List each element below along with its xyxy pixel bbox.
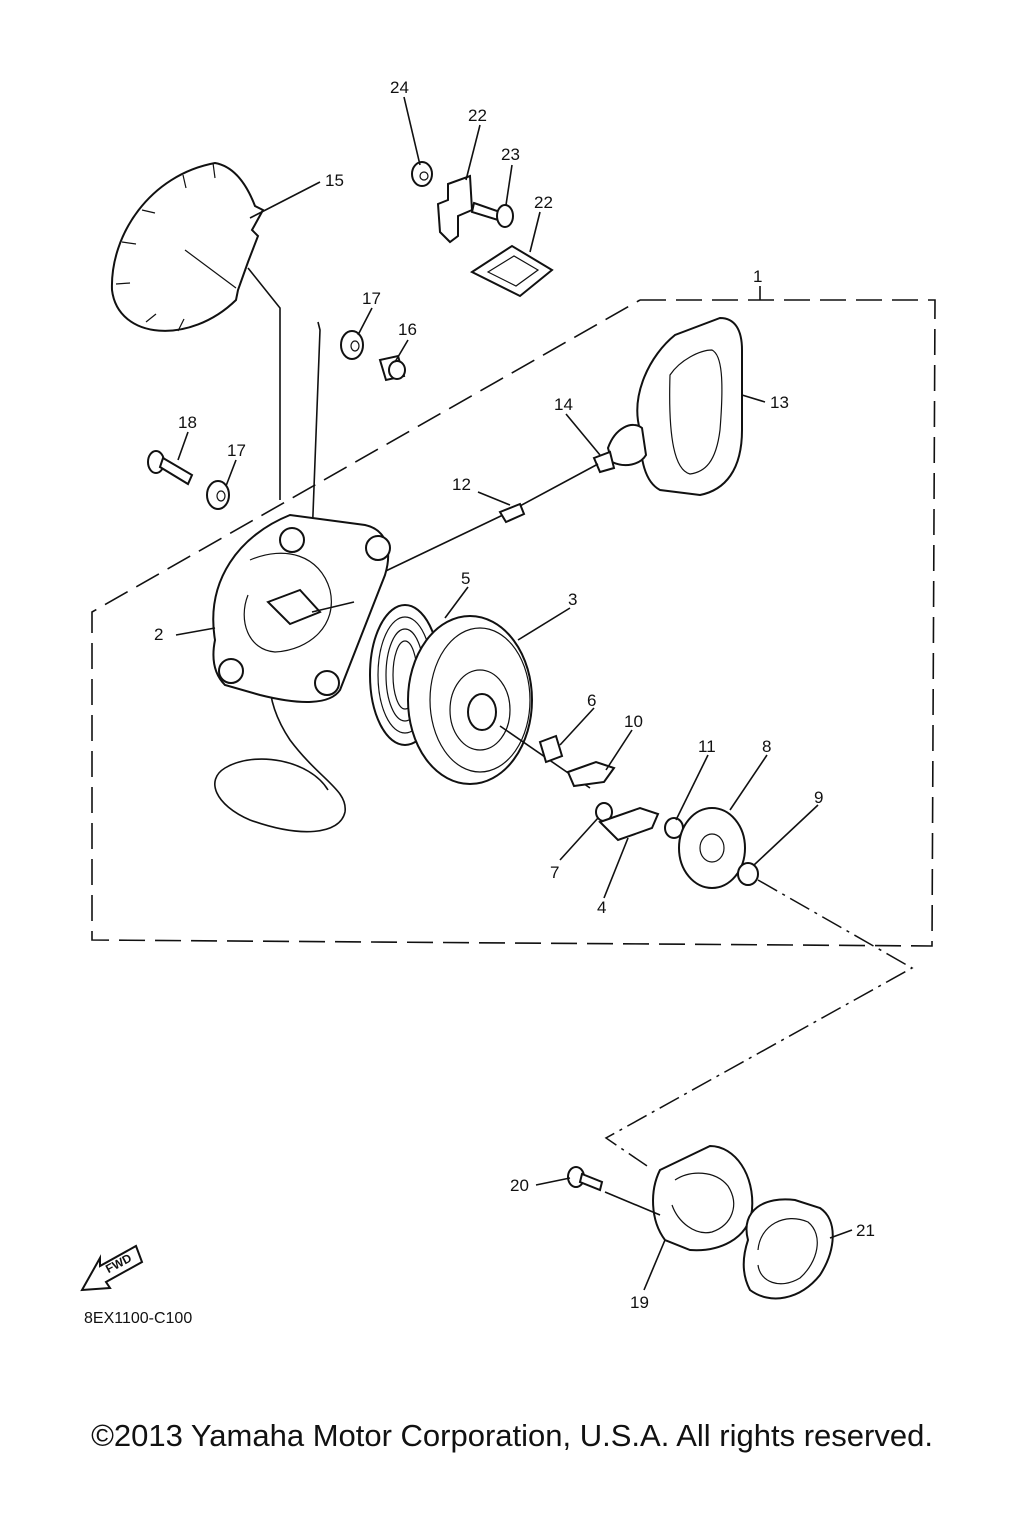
callout-24: 23 <box>501 145 520 164</box>
fwd-arrow-icon: FWD <box>80 1244 144 1292</box>
callout-5: 5 <box>461 569 470 588</box>
part-23-bracket <box>436 174 474 244</box>
part-16-bushing <box>378 354 406 382</box>
callout-15: 15 <box>325 171 344 190</box>
diagram-code: 8EX1100-C100 <box>84 1310 193 1327</box>
callout-21: 21 <box>856 1221 875 1240</box>
callout-18: 18 <box>178 413 197 432</box>
callout-25: 24 <box>390 78 409 97</box>
copyright-notice: ©2013 Yamaha Motor Corporation, U.S.A. A… <box>91 1418 933 1453</box>
callout-14: 14 <box>554 395 573 414</box>
part-21-gasket <box>742 1198 834 1300</box>
callout-16: 16 <box>398 320 417 339</box>
callout-13: 13 <box>770 393 789 412</box>
callout-8: 8 <box>762 737 771 756</box>
callout-3: 3 <box>568 590 577 609</box>
callout-20: 20 <box>510 1176 529 1195</box>
part-24-bolt <box>470 201 514 228</box>
callout-6: 6 <box>587 691 596 710</box>
callout-17-lower: 17 <box>227 441 246 460</box>
part-17-collar-lower <box>206 480 230 510</box>
callout-9: 9 <box>814 788 823 807</box>
callout-11: 11 <box>698 737 716 756</box>
callout-19: 19 <box>630 1293 649 1312</box>
part-19-starter-pulley <box>652 1144 754 1252</box>
part-9-nut <box>737 862 759 886</box>
callout-12: 12 <box>452 475 471 494</box>
callout-1: 1 <box>753 267 762 286</box>
part-17-collar-upper <box>340 330 364 360</box>
part-18-bolt <box>147 450 194 486</box>
part-20-bolt <box>567 1166 604 1192</box>
part-8-plate <box>678 807 746 889</box>
callout-7: 7 <box>550 863 559 882</box>
part-10-pawl <box>566 760 616 788</box>
callout-17-upper: 17 <box>362 289 381 308</box>
part-4-ratchet <box>598 806 660 842</box>
part-15-decal <box>110 161 265 332</box>
part-22-clip <box>469 244 554 298</box>
part-3-reel <box>407 615 533 785</box>
callout-4: 4 <box>597 898 606 917</box>
callout-23: 22 <box>468 106 487 125</box>
callout-10: 10 <box>624 712 643 731</box>
part-25-nut <box>411 161 433 187</box>
assembly-boundary <box>91 299 936 947</box>
callout-22: 22 <box>534 193 553 212</box>
part-13-handle <box>606 316 743 497</box>
callout-2: 2 <box>154 625 163 644</box>
part-6-spring <box>538 734 564 764</box>
part-2-starter-case <box>212 513 391 703</box>
